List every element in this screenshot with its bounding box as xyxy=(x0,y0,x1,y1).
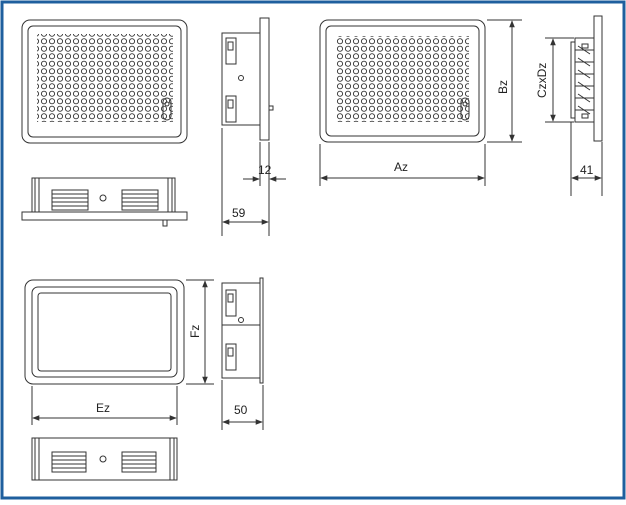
dim-12-label: 12 xyxy=(258,163,272,177)
dim-bz-label: Bz xyxy=(496,80,510,94)
dim-fz-label: Fz xyxy=(188,325,202,338)
frame-front-view xyxy=(24,279,214,425)
grille-front-view xyxy=(21,19,188,144)
dim-59-label: 59 xyxy=(232,206,246,220)
dim-50-label: 50 xyxy=(234,403,248,417)
grille-bottom-view xyxy=(21,177,188,227)
frame-bottom-view xyxy=(31,437,178,481)
frame-side-view xyxy=(545,15,603,196)
frame-section-view xyxy=(221,277,264,430)
dim-czxdz-label: CzxDz xyxy=(535,63,549,98)
grille-side-view xyxy=(221,17,286,236)
grille-dimensioned-view xyxy=(319,19,522,186)
dim-ez-label: Ez xyxy=(96,401,110,415)
dim-41-label: 41 xyxy=(580,163,594,177)
dim-az-label: Az xyxy=(394,160,408,174)
